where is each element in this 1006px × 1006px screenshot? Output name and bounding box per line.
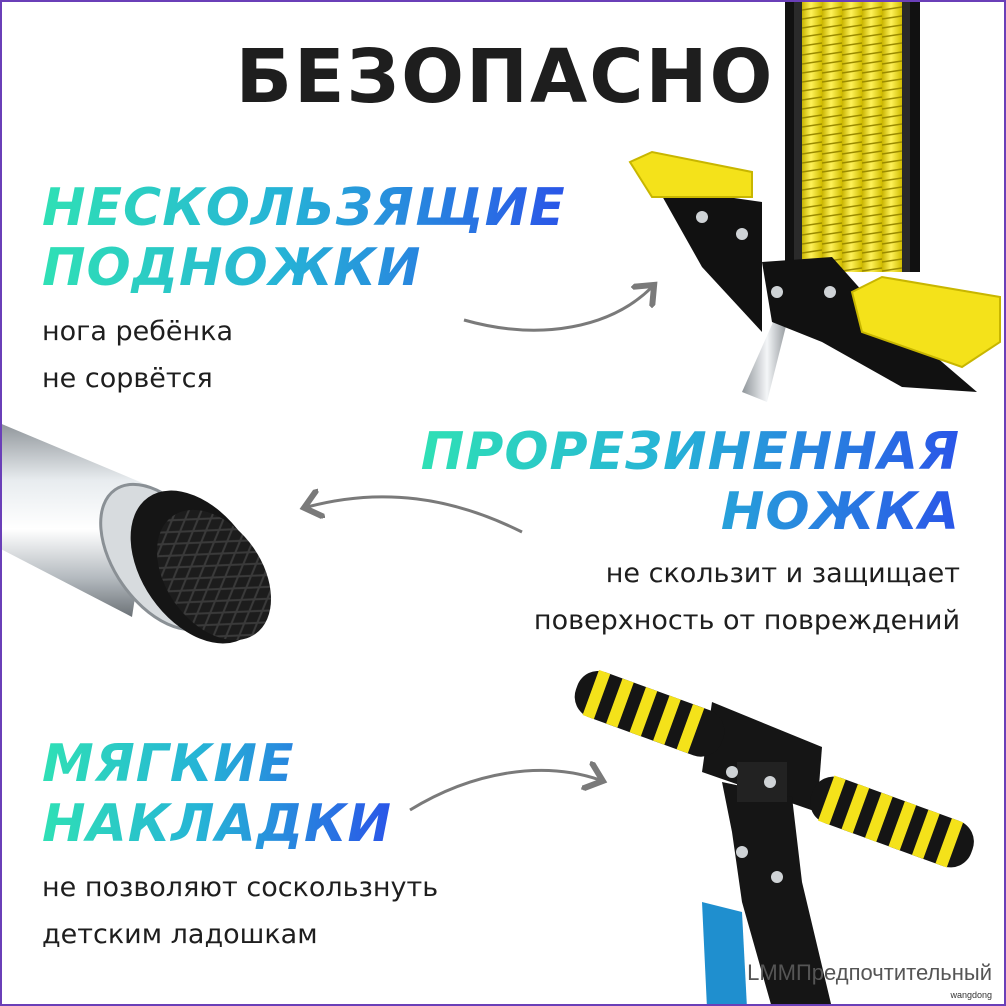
heading-line: ПОДНОЖКИ [42, 238, 422, 298]
page-title: БЕЗОПАСНО [235, 34, 775, 120]
text-line: не сорвётся [42, 363, 213, 394]
watermark-subtext: wangdong [950, 990, 992, 1000]
feature-heading-footrests: НЕСКОЛЬЗЯЩИЕ ПОДНОЖКИ [42, 178, 566, 298]
arrow-to-handlebar-icon [409, 770, 600, 812]
feature-text-soft-grips: не позволяют соскользнуть детским ладошк… [42, 864, 438, 958]
arrow-to-footrest-icon [463, 287, 652, 332]
heading-line: МЯГКИЕ [42, 734, 295, 794]
text-line: не позволяют соскользнуть [42, 872, 439, 903]
heading-line: ПРОРЕЗИНЕННАЯ [420, 422, 960, 482]
text-line: поверхность от повреждений [533, 605, 960, 636]
watermark-text: LMMПредпочтительный [747, 960, 992, 985]
arrow-to-tip-icon [307, 497, 523, 534]
heading-line: НОЖКА [720, 482, 960, 542]
feature-text-footrests: нога ребёнка не сорвётся [42, 308, 233, 402]
rubber-tip-illustration [2, 424, 272, 644]
heading-line: НАКЛАДКИ [42, 794, 393, 854]
pogo-footrest-illustration [628, 2, 1001, 402]
text-line: нога ребёнка [42, 316, 234, 347]
text-line: детским ладошкам [42, 919, 318, 950]
text-line: не скользит и защищает [605, 558, 960, 589]
feature-heading-soft-grips: МЯГКИЕ НАКЛАДКИ [42, 734, 392, 854]
heading-line: НЕСКОЛЬЗЯЩИЕ [42, 178, 566, 238]
handlebar-illustration [574, 669, 974, 1004]
feature-heading-rubber-tip: ПРОРЕЗИНЕННАЯ НОЖКА [421, 422, 960, 542]
feature-text-rubber-tip: не скользит и защищает поверхность от по… [534, 550, 960, 644]
